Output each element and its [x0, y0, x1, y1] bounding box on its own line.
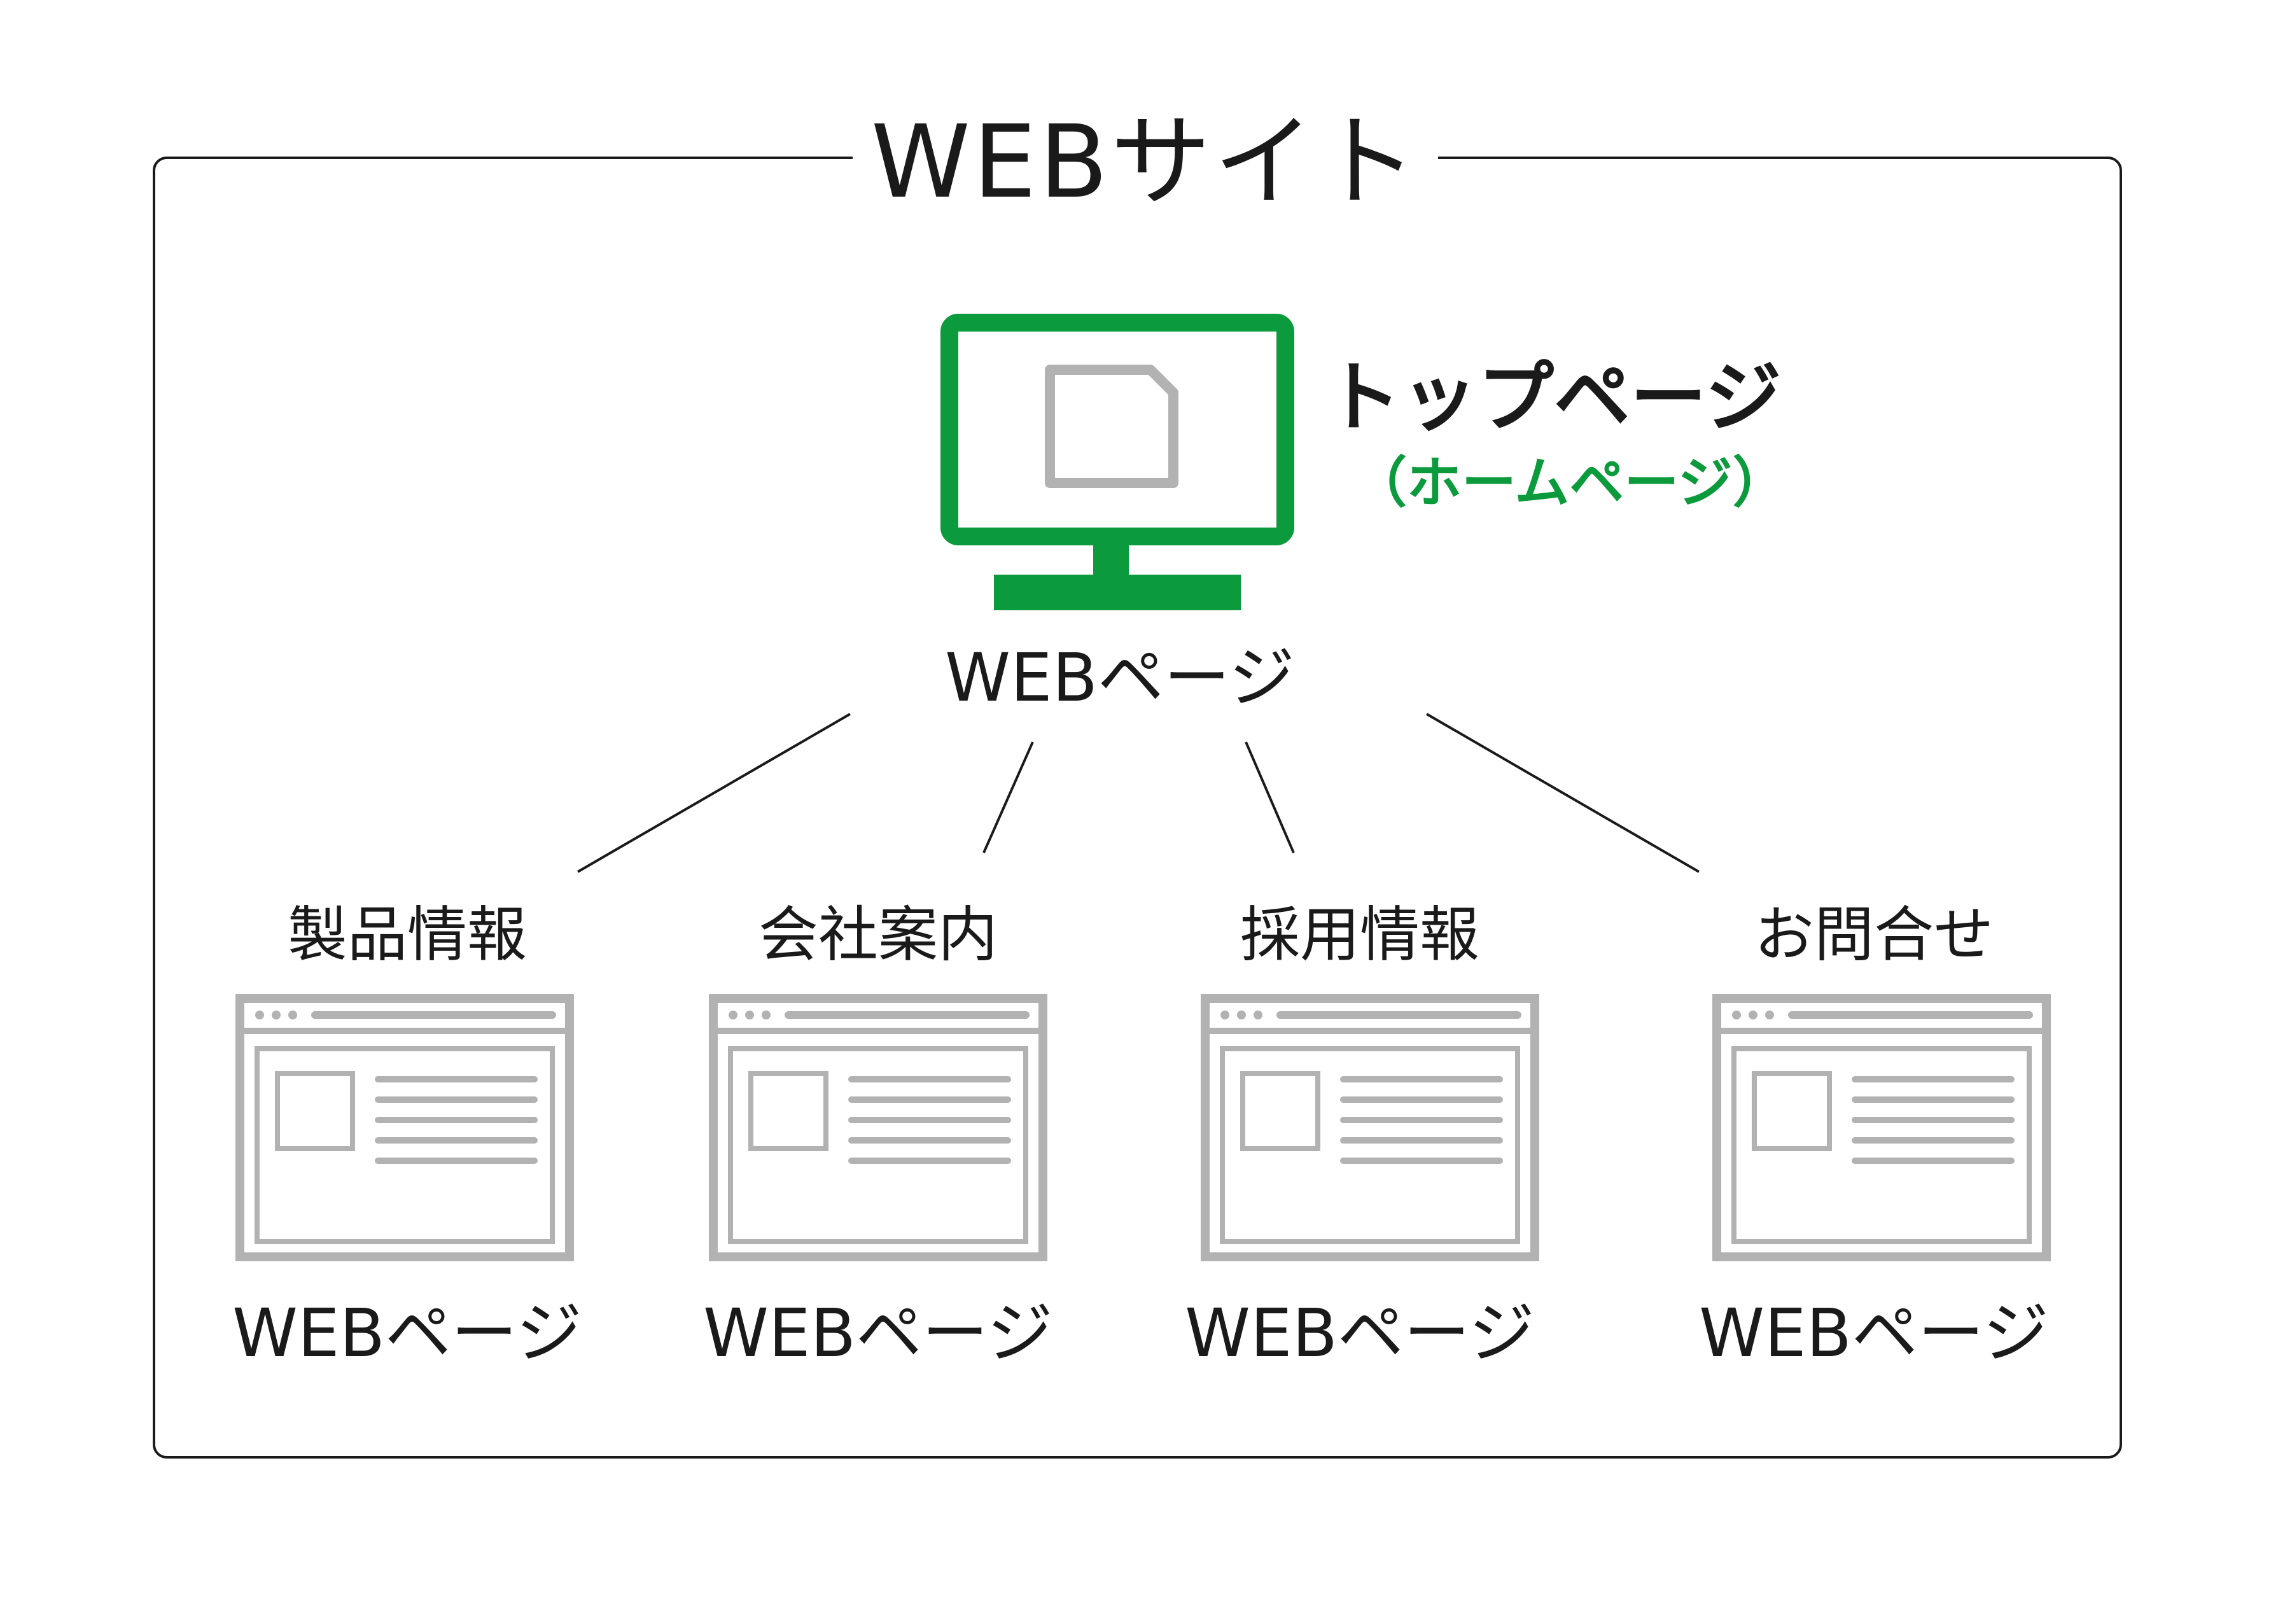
- top-page-caption: WEBページ: [945, 639, 1295, 717]
- connector-line-4: [1425, 713, 1700, 873]
- connector-line-2: [982, 741, 1034, 853]
- browser-window-icon: [1201, 994, 1539, 1261]
- page-caption: WEBページ: [703, 1294, 1053, 1372]
- page-caption: WEBページ: [232, 1294, 582, 1372]
- page-label: お問合せ: [1754, 900, 1994, 970]
- browser-window-icon: [235, 994, 574, 1261]
- page-caption: WEBページ: [1185, 1294, 1535, 1372]
- browser-window-icon: [709, 994, 1047, 1261]
- connector-line-3: [1245, 741, 1295, 853]
- browser-window-icon: [1712, 994, 2051, 1261]
- page-label: 製品情報: [287, 900, 527, 970]
- page-caption: WEBページ: [1699, 1294, 2049, 1372]
- top-page-title: トップページ: [1325, 354, 1782, 442]
- page-label: 会社案内: [758, 900, 998, 970]
- connector-line-1: [576, 713, 851, 873]
- top-page-subtitle: （ホームページ）: [1352, 451, 1787, 515]
- site-title: WEBサイト: [853, 108, 1438, 216]
- page-label: 採用情報: [1240, 900, 1479, 970]
- monitor-document-icon: [940, 314, 1294, 610]
